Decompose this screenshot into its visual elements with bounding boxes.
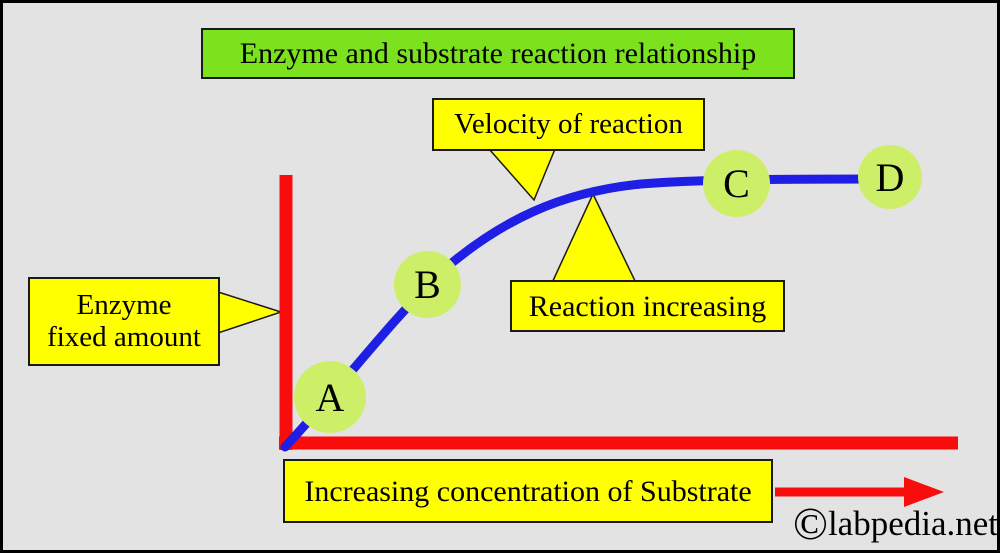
curve-point-d-label: D (875, 154, 905, 200)
curve-point-a-label: A (315, 374, 345, 420)
enzyme-fixed-line2: fixed amount (47, 320, 201, 353)
reaction-callout-pointer (549, 192, 639, 286)
enzyme-fixed-line1: Enzyme (76, 288, 172, 321)
title-box: Enzyme and substrate reaction relationsh… (201, 28, 795, 79)
curve-point-d: D (858, 145, 922, 209)
reaction-increasing-label: Reaction increasing (528, 289, 767, 323)
velocity-callout-pointer (487, 148, 557, 202)
enzyme-callout-pointer (214, 289, 284, 336)
diagram-title: Enzyme and substrate reaction relationsh… (239, 37, 757, 70)
enzyme-fixed-callout: Enzyme fixed amount (28, 277, 220, 366)
copyright-icon: © (793, 498, 828, 549)
x-axis-label-box: Increasing concentration of Substrate (283, 459, 773, 523)
curve-point-b: B (394, 251, 461, 318)
watermark: ©labpedia.net (793, 498, 997, 549)
velocity-callout-label: Velocity of reaction (454, 107, 683, 140)
substrate-arrow-head (904, 477, 944, 507)
curve-point-c: C (703, 150, 770, 217)
velocity-callout: Velocity of reaction (432, 98, 705, 151)
reaction-increasing-callout: Reaction increasing (510, 280, 785, 332)
curve-point-a: A (294, 361, 366, 433)
x-axis-label: Increasing concentration of Substrate (304, 474, 752, 508)
curve-point-c-label: C (723, 161, 750, 206)
watermark-text: labpedia.net (827, 504, 999, 543)
curve-point-b-label: B (414, 262, 441, 307)
